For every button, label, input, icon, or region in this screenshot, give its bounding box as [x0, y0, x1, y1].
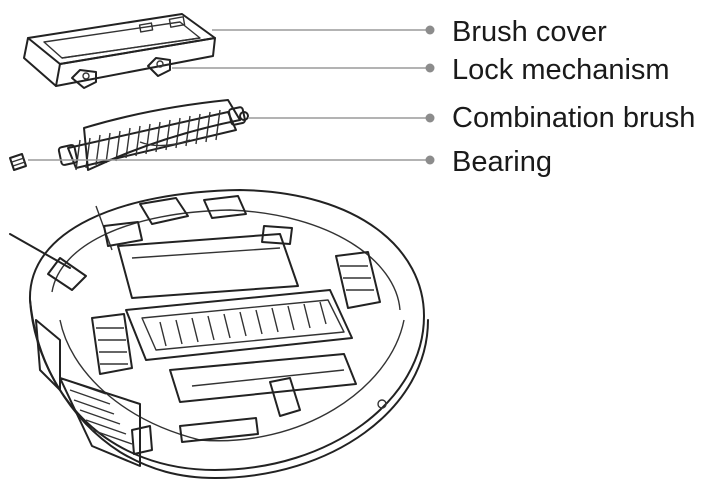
robot-vacuum-body-illustration	[9, 189, 429, 479]
label-bearing: Bearing	[452, 146, 552, 178]
lock-mechanism-illustration	[71, 57, 171, 89]
combination-brush-illustration	[57, 99, 249, 171]
combination-brush-dot	[425, 113, 435, 123]
label-combination-brush: Combination brush	[452, 102, 696, 134]
bearing-illustration	[9, 153, 27, 171]
brush-cover-illustration	[23, 13, 216, 87]
brush-cover-dot	[425, 25, 435, 35]
lock-mechanism-dot	[425, 63, 435, 73]
label-brush-cover: Brush cover	[452, 16, 607, 48]
label-lock-mechanism: Lock mechanism	[452, 54, 670, 86]
bearing-dot	[425, 155, 435, 165]
leader-lines	[28, 25, 435, 165]
